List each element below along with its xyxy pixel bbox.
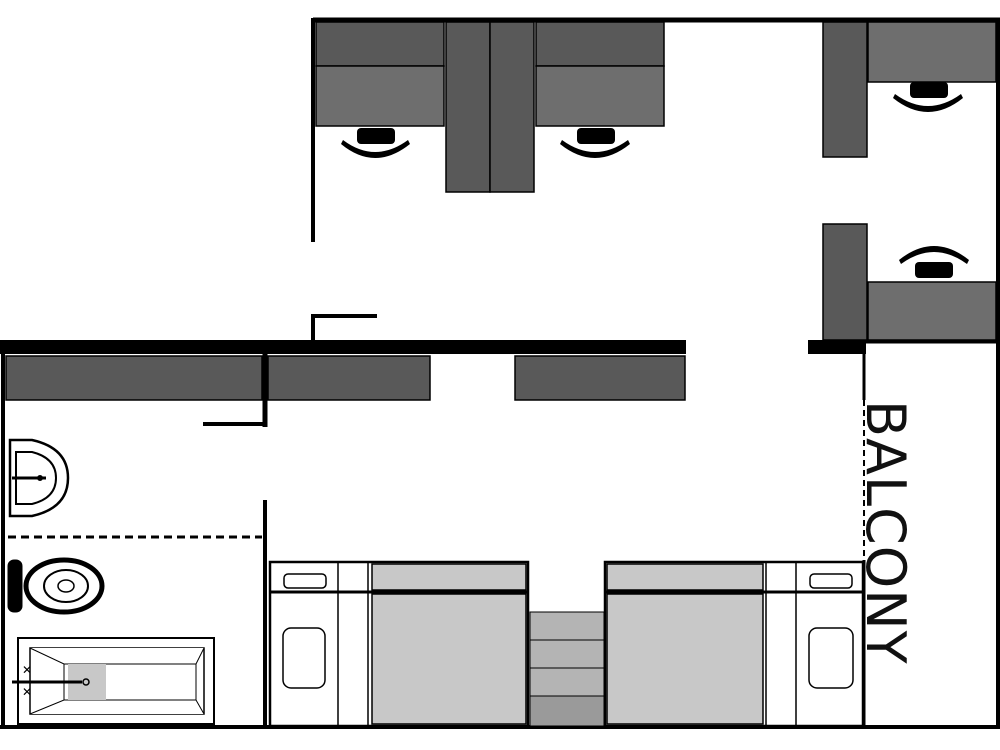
chair-icon	[341, 128, 410, 158]
bathtub-icon: ✕ ✕	[12, 637, 215, 725]
svg-text:✕: ✕	[22, 685, 32, 699]
svg-text:✕: ✕	[22, 663, 32, 677]
chair-icon	[899, 246, 969, 278]
wardrobes	[5, 355, 686, 401]
walls	[0, 17, 1000, 729]
bed-right	[603, 560, 865, 728]
office-cabinets	[315, 21, 997, 341]
chair-icon	[893, 82, 963, 112]
office-chairs	[341, 82, 969, 278]
toilet-icon	[7, 557, 105, 615]
balcony-label: BALCONY	[854, 400, 917, 665]
sink-icon	[8, 438, 70, 518]
bed-left	[268, 560, 530, 728]
bed-ladder	[529, 611, 605, 727]
chair-icon	[560, 128, 630, 158]
